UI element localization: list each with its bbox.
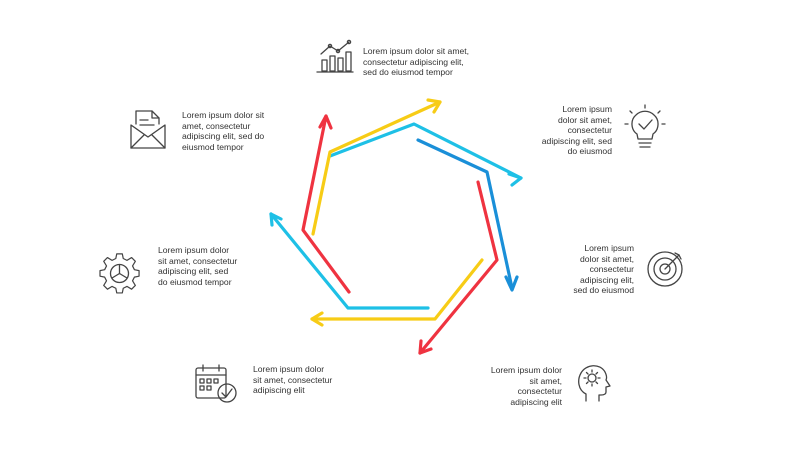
target-icon — [646, 248, 686, 288]
arrowhead-7 — [426, 98, 442, 114]
envelope-document-icon — [128, 108, 168, 152]
arrow-yellow-top-left — [311, 100, 442, 236]
item-3-text: Lorem ipsum dolor sit amet, consectetur … — [573, 243, 634, 296]
calendar-check-icon — [194, 362, 238, 404]
arrowhead-5 — [269, 212, 283, 227]
head-gear-icon — [570, 360, 614, 404]
arrowhead-2 — [504, 275, 519, 292]
item-6-text: Lorem ipsum dolor sit amet, consectetur … — [158, 245, 238, 287]
lightbulb-icon — [624, 104, 666, 152]
arrowhead-6 — [318, 114, 333, 130]
item-1-text: Lorem ipsum dolor sit amet, consectetur … — [363, 46, 470, 78]
arrowhead-3 — [418, 339, 433, 355]
arrow-blue-right — [416, 138, 514, 290]
arrow-cyan-bottom-left — [269, 212, 430, 310]
arrowhead-4 — [310, 311, 324, 327]
item-7-text: Lorem ipsum dolor sit amet, consectetur … — [182, 110, 265, 152]
item-4-text: Lorem ipsum dolor sit amet, consectetur … — [490, 365, 562, 407]
arrow-red-right-bottom — [418, 180, 499, 355]
arrowhead-1 — [507, 172, 523, 187]
arrow-red-left — [301, 114, 351, 294]
item-5-text: Lorem ipsum dolor sit amet, consectetur … — [253, 364, 333, 396]
gear-icon — [99, 252, 142, 294]
arrow-cyan-top-right — [328, 122, 523, 180]
chart-icon — [316, 39, 354, 74]
item-2-text: Lorem ipsum dolor sit amet, consectetur … — [541, 104, 612, 157]
arrow-yellow-bottom — [310, 258, 484, 321]
